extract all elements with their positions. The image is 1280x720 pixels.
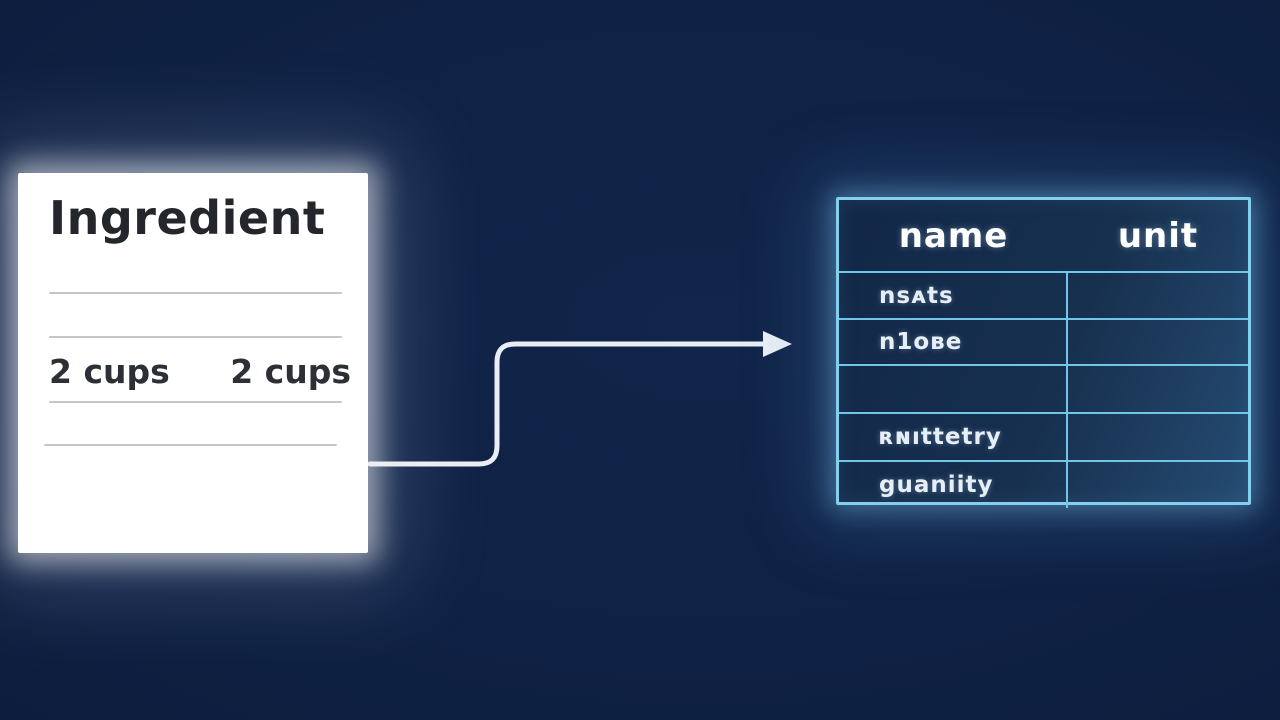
cell-name: n1oʙe (839, 320, 1069, 364)
table-row: guaniity (839, 460, 1248, 508)
table-row: nsᴀts (839, 271, 1248, 318)
cell-name: guaniity (839, 462, 1069, 508)
card-rule (49, 336, 342, 338)
table-row: n1oʙe (839, 318, 1248, 364)
db-table: name unit nsᴀts n1oʙe ʀɴıttetry guaniity (836, 197, 1251, 508)
cell-name: ʀɴıttetry (839, 414, 1069, 460)
card-rule (44, 444, 337, 446)
cell-unit (1068, 462, 1248, 508)
cell-unit (1068, 320, 1248, 364)
card-rule (49, 292, 342, 294)
flow-arrow-icon (360, 320, 800, 480)
db-table-header: name unit (839, 200, 1248, 271)
table-row (839, 364, 1248, 412)
column-header-name: name (898, 215, 1009, 256)
quantity-row: 2 cups 2 cups (49, 345, 351, 397)
ingredient-card: Ingredient 2 cups 2 cups (18, 173, 368, 553)
table-row: ʀɴıttetry (839, 412, 1248, 460)
quantity-value: 2 cups (49, 351, 170, 391)
cell-name: nsᴀts (839, 273, 1069, 318)
column-header-unit: unit (1117, 215, 1199, 256)
card-rule (49, 401, 342, 403)
cell-unit (1068, 414, 1248, 460)
card-title: Ingredient (49, 191, 326, 245)
quantity-value: 2 cups (230, 351, 351, 391)
cell-name (839, 366, 1069, 412)
cell-unit (1068, 273, 1248, 318)
cell-unit (1068, 366, 1248, 412)
